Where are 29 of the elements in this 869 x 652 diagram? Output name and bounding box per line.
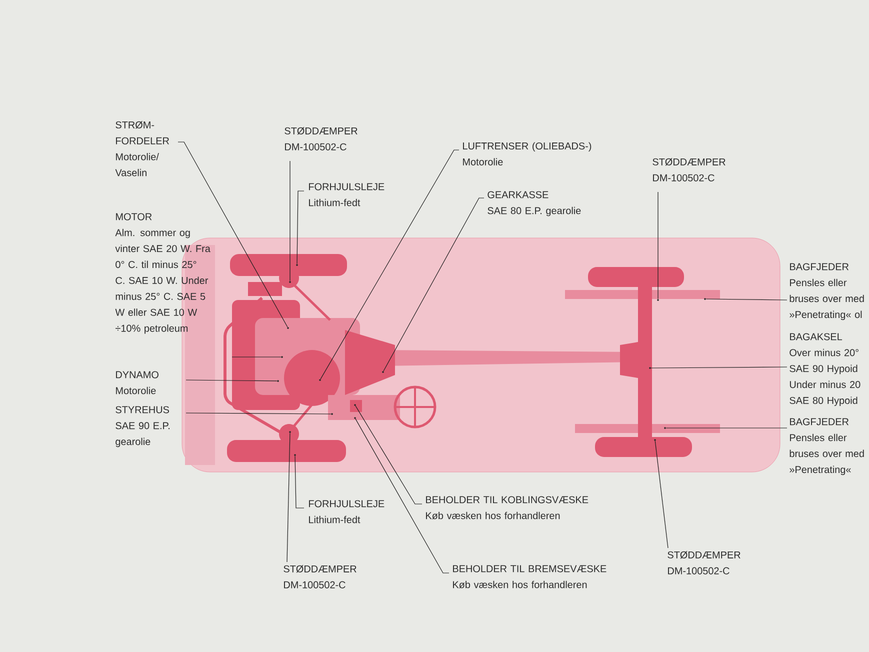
leader-line (355, 418, 450, 574)
callout-label: LUFTRENSER (OLIEBADS-) Motorolie (463, 142, 592, 166)
leader-line (296, 190, 304, 264)
leader-line (383, 198, 484, 372)
leader-line (294, 456, 304, 508)
leader-line (186, 412, 332, 414)
leader-line (320, 150, 460, 380)
callout-label: STØDDÆMPER DM-100502-C (668, 551, 740, 574)
callout-label: STØDDÆMPER DM-100502-C (652, 158, 726, 182)
callout-label: BEHOLDER TIL KOBLINGSVÆSKE Køb væsken hos forhandleren (426, 496, 588, 520)
callout-label: BEHOLDER TIL BREMSEVÆSKE Køb væsken hos forhandleren (453, 565, 606, 588)
callout-label: STØDDÆMPER DM-100502-C (284, 565, 356, 588)
callout-label: STRØM- FORDELER Motorolie/ Vaselin (115, 121, 169, 176)
leader-line (232, 356, 282, 358)
callout-label: FORHJULSLEJE Lithium-fedt (309, 183, 384, 206)
callout-label: BAGAKSEL Over minus 20° SAE 90 Hypoid Under minus 20 SAE 80 Hypoid (790, 333, 860, 406)
callout-label: BAGFJEDER Pensles eller bruses over med »Penetrating« (790, 418, 864, 476)
leader-line (286, 432, 290, 562)
leader-line (706, 298, 788, 300)
callout-label: STØDDÆMPER DM-100502-C (284, 127, 358, 150)
callout-label: FORHJULSLEJE Lithium-fedt (309, 500, 384, 524)
leader-line (355, 406, 422, 504)
leader-line (654, 440, 668, 548)
callout-label: GEARKASSE SAE 80 E.P. gearolie (488, 191, 581, 216)
callout-label: STYREHUS SAE 90 E.P. gearolie (116, 406, 170, 448)
leader-line (186, 380, 278, 382)
callout-label: MOTOR Alm. sommer og vinter SAE 20 W. Fra 0° C. til minus 25° C. SAE 10 W. Under minus 25° C. SAE 5 W eller SAE 10 W ÷10% petroleum (115, 213, 210, 334)
callout-label: DYNAMO Motorolie (116, 371, 158, 394)
callout-label: BAGFJEDER Pensles eller bruses over med »Penetrating« ol (790, 263, 864, 320)
